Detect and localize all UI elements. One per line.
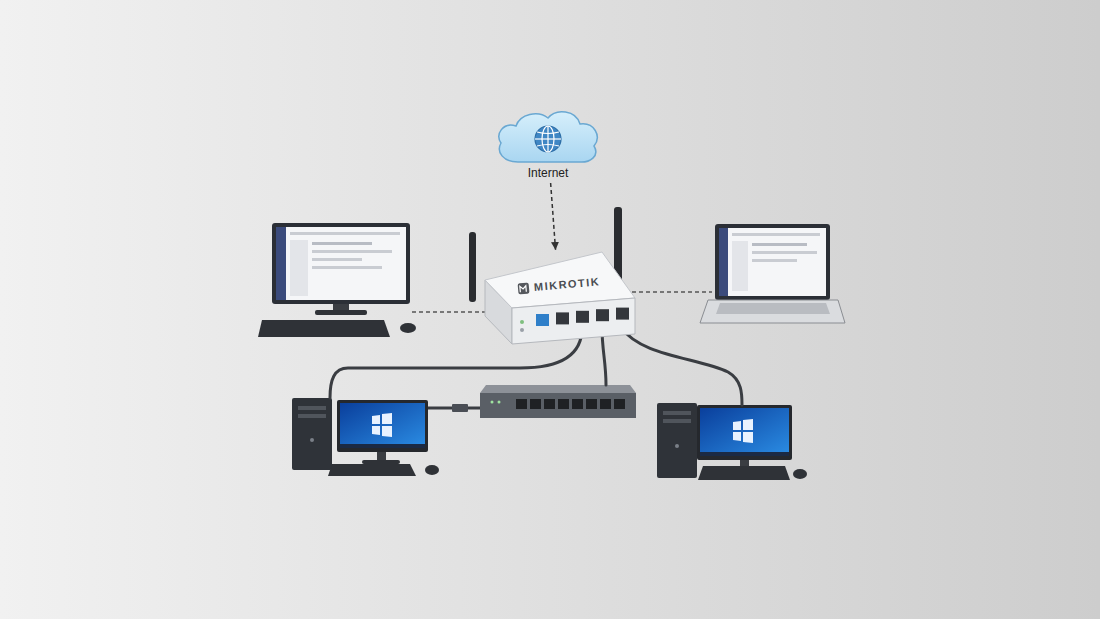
os-logo	[372, 426, 380, 435]
monitor-bezel	[272, 223, 410, 304]
screen-line	[290, 232, 400, 235]
switch-front	[480, 393, 636, 418]
drive-bay	[663, 411, 691, 415]
switch-port	[516, 399, 527, 409]
taskbar	[700, 452, 789, 456]
wireless-link	[412, 311, 486, 313]
monitor-screen	[340, 403, 425, 448]
screen-line	[752, 243, 807, 246]
screen-line	[312, 242, 372, 245]
pc-tower	[657, 403, 697, 478]
monitor-stand	[740, 460, 749, 467]
power-button	[675, 444, 679, 448]
switch-port	[544, 399, 555, 409]
router-front	[512, 298, 635, 344]
os-logo	[372, 415, 380, 424]
antenna	[469, 232, 476, 302]
screen-line	[312, 258, 362, 261]
laptop-keyboard	[716, 303, 830, 314]
dashed-link-arrow	[551, 183, 556, 250]
screen-line	[752, 251, 817, 254]
node-outline	[480, 250, 638, 346]
screen-panel	[290, 240, 308, 296]
screen-sidebar	[276, 227, 286, 300]
network-switch	[480, 385, 636, 418]
switch-port	[600, 399, 611, 409]
mouse	[400, 323, 416, 333]
keyboard	[328, 464, 416, 476]
monitor-bezel	[697, 405, 792, 460]
drive-bay	[298, 414, 326, 418]
node-outline	[493, 108, 603, 164]
logo-icon	[518, 282, 530, 294]
cloud-shape	[499, 112, 597, 162]
ethernet-port	[616, 308, 629, 320]
laptop	[632, 224, 845, 323]
os-logo	[733, 432, 741, 441]
globe-icon	[535, 126, 561, 152]
globe	[535, 126, 561, 152]
logo-glyph	[520, 286, 527, 293]
os-logo	[382, 426, 392, 437]
os-logo	[743, 419, 753, 430]
admin-desktop	[258, 223, 486, 337]
mouse	[425, 465, 439, 475]
monitor-base	[362, 460, 400, 464]
switch-ports	[516, 399, 625, 409]
laptop-screen	[719, 228, 826, 296]
switch-port	[586, 399, 597, 409]
internet-cloud: Internet	[493, 108, 603, 181]
pc-tower	[292, 398, 332, 470]
ethernet-port	[536, 314, 549, 326]
status-led	[520, 328, 524, 332]
status-led	[520, 320, 524, 324]
cable-plug	[452, 404, 468, 412]
switch-port	[530, 399, 541, 409]
switch-top	[480, 385, 636, 393]
screen-line	[312, 266, 382, 269]
monitor-stand	[377, 452, 386, 461]
screen-line	[312, 250, 392, 253]
os-logo	[743, 432, 753, 443]
mouse	[793, 469, 807, 479]
switch-led	[491, 401, 494, 404]
wireless-link	[632, 291, 712, 293]
globe-equator	[535, 138, 561, 139]
ethernet-port	[596, 309, 609, 321]
switch-port	[572, 399, 583, 409]
os-logo	[382, 413, 392, 424]
cloud-label: Internet	[493, 166, 603, 181]
monitor-bezel	[337, 400, 428, 452]
keyboard	[258, 320, 390, 337]
drive-bay	[298, 406, 326, 410]
router: MIKROTIK	[480, 250, 638, 346]
screen-panel	[732, 241, 748, 291]
ethernet-port	[576, 311, 589, 323]
laptop-bezel	[715, 224, 830, 300]
screen-line	[752, 259, 797, 262]
ethernet-port	[556, 312, 569, 324]
taskbar	[340, 444, 425, 448]
monitor-screen	[700, 408, 789, 456]
drive-bay	[663, 419, 691, 423]
left-pc	[292, 398, 480, 476]
screen-line	[732, 233, 820, 236]
switch-led	[498, 401, 501, 404]
monitor-base	[315, 310, 367, 315]
screen-sidebar	[719, 228, 728, 296]
switch-port	[614, 399, 625, 409]
laptop-base	[700, 300, 845, 323]
monitor-stand	[333, 304, 349, 311]
power-button	[310, 438, 314, 442]
monitor-screen	[276, 227, 406, 300]
globe-parallel	[537, 132, 559, 146]
ethernet-cable	[622, 328, 742, 405]
right-pc	[657, 403, 807, 480]
keyboard	[698, 466, 790, 480]
switch-port	[558, 399, 569, 409]
os-logo	[733, 421, 741, 430]
